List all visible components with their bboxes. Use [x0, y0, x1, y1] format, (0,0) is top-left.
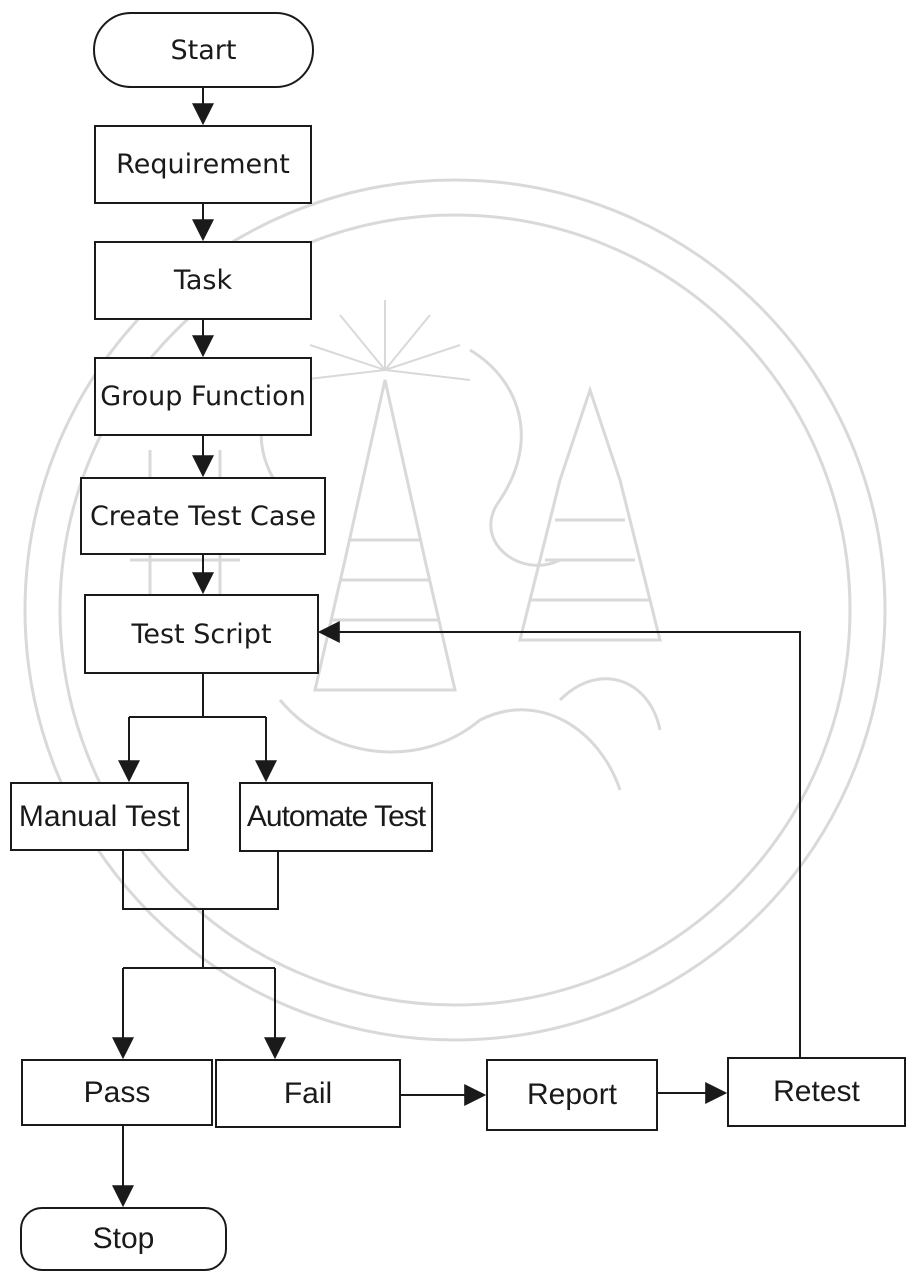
group-function-label: Group Function — [100, 381, 306, 412]
create-test-case-node: Create Test Case — [80, 477, 326, 555]
report-label: Report — [526, 1078, 618, 1111]
start-node: Start — [93, 12, 314, 88]
requirement-node: Requirement — [94, 125, 312, 204]
fail-label: Fail — [283, 1076, 333, 1110]
retest-label: Retest — [773, 1075, 860, 1108]
start-label: Start — [170, 34, 237, 66]
manual-test-node: Manual Test — [10, 782, 189, 851]
report-node: Report — [486, 1059, 658, 1131]
edge-tests-merge — [122, 851, 279, 910]
automate-test-node: Automate Test — [239, 782, 433, 852]
test-script-node: Test Script — [84, 594, 319, 674]
retest-node: Retest — [727, 1057, 906, 1127]
stop-node: Stop — [20, 1207, 227, 1271]
task-label: Task — [173, 265, 233, 296]
fail-node: Fail — [215, 1059, 401, 1128]
task-node: Task — [94, 241, 312, 320]
pass-label: Pass — [83, 1075, 151, 1109]
group-function-node: Group Function — [94, 357, 312, 436]
test-script-label: Test Script — [131, 618, 272, 650]
create-test-case-label: Create Test Case — [89, 500, 317, 532]
pass-node: Pass — [21, 1059, 213, 1126]
manual-test-label: Manual Test — [18, 799, 181, 833]
stop-label: Stop — [92, 1222, 155, 1255]
automate-test-label: Automate Test — [246, 800, 426, 833]
requirement-label: Requirement — [116, 149, 290, 180]
edge-retest-test-script — [317, 621, 801, 1057]
